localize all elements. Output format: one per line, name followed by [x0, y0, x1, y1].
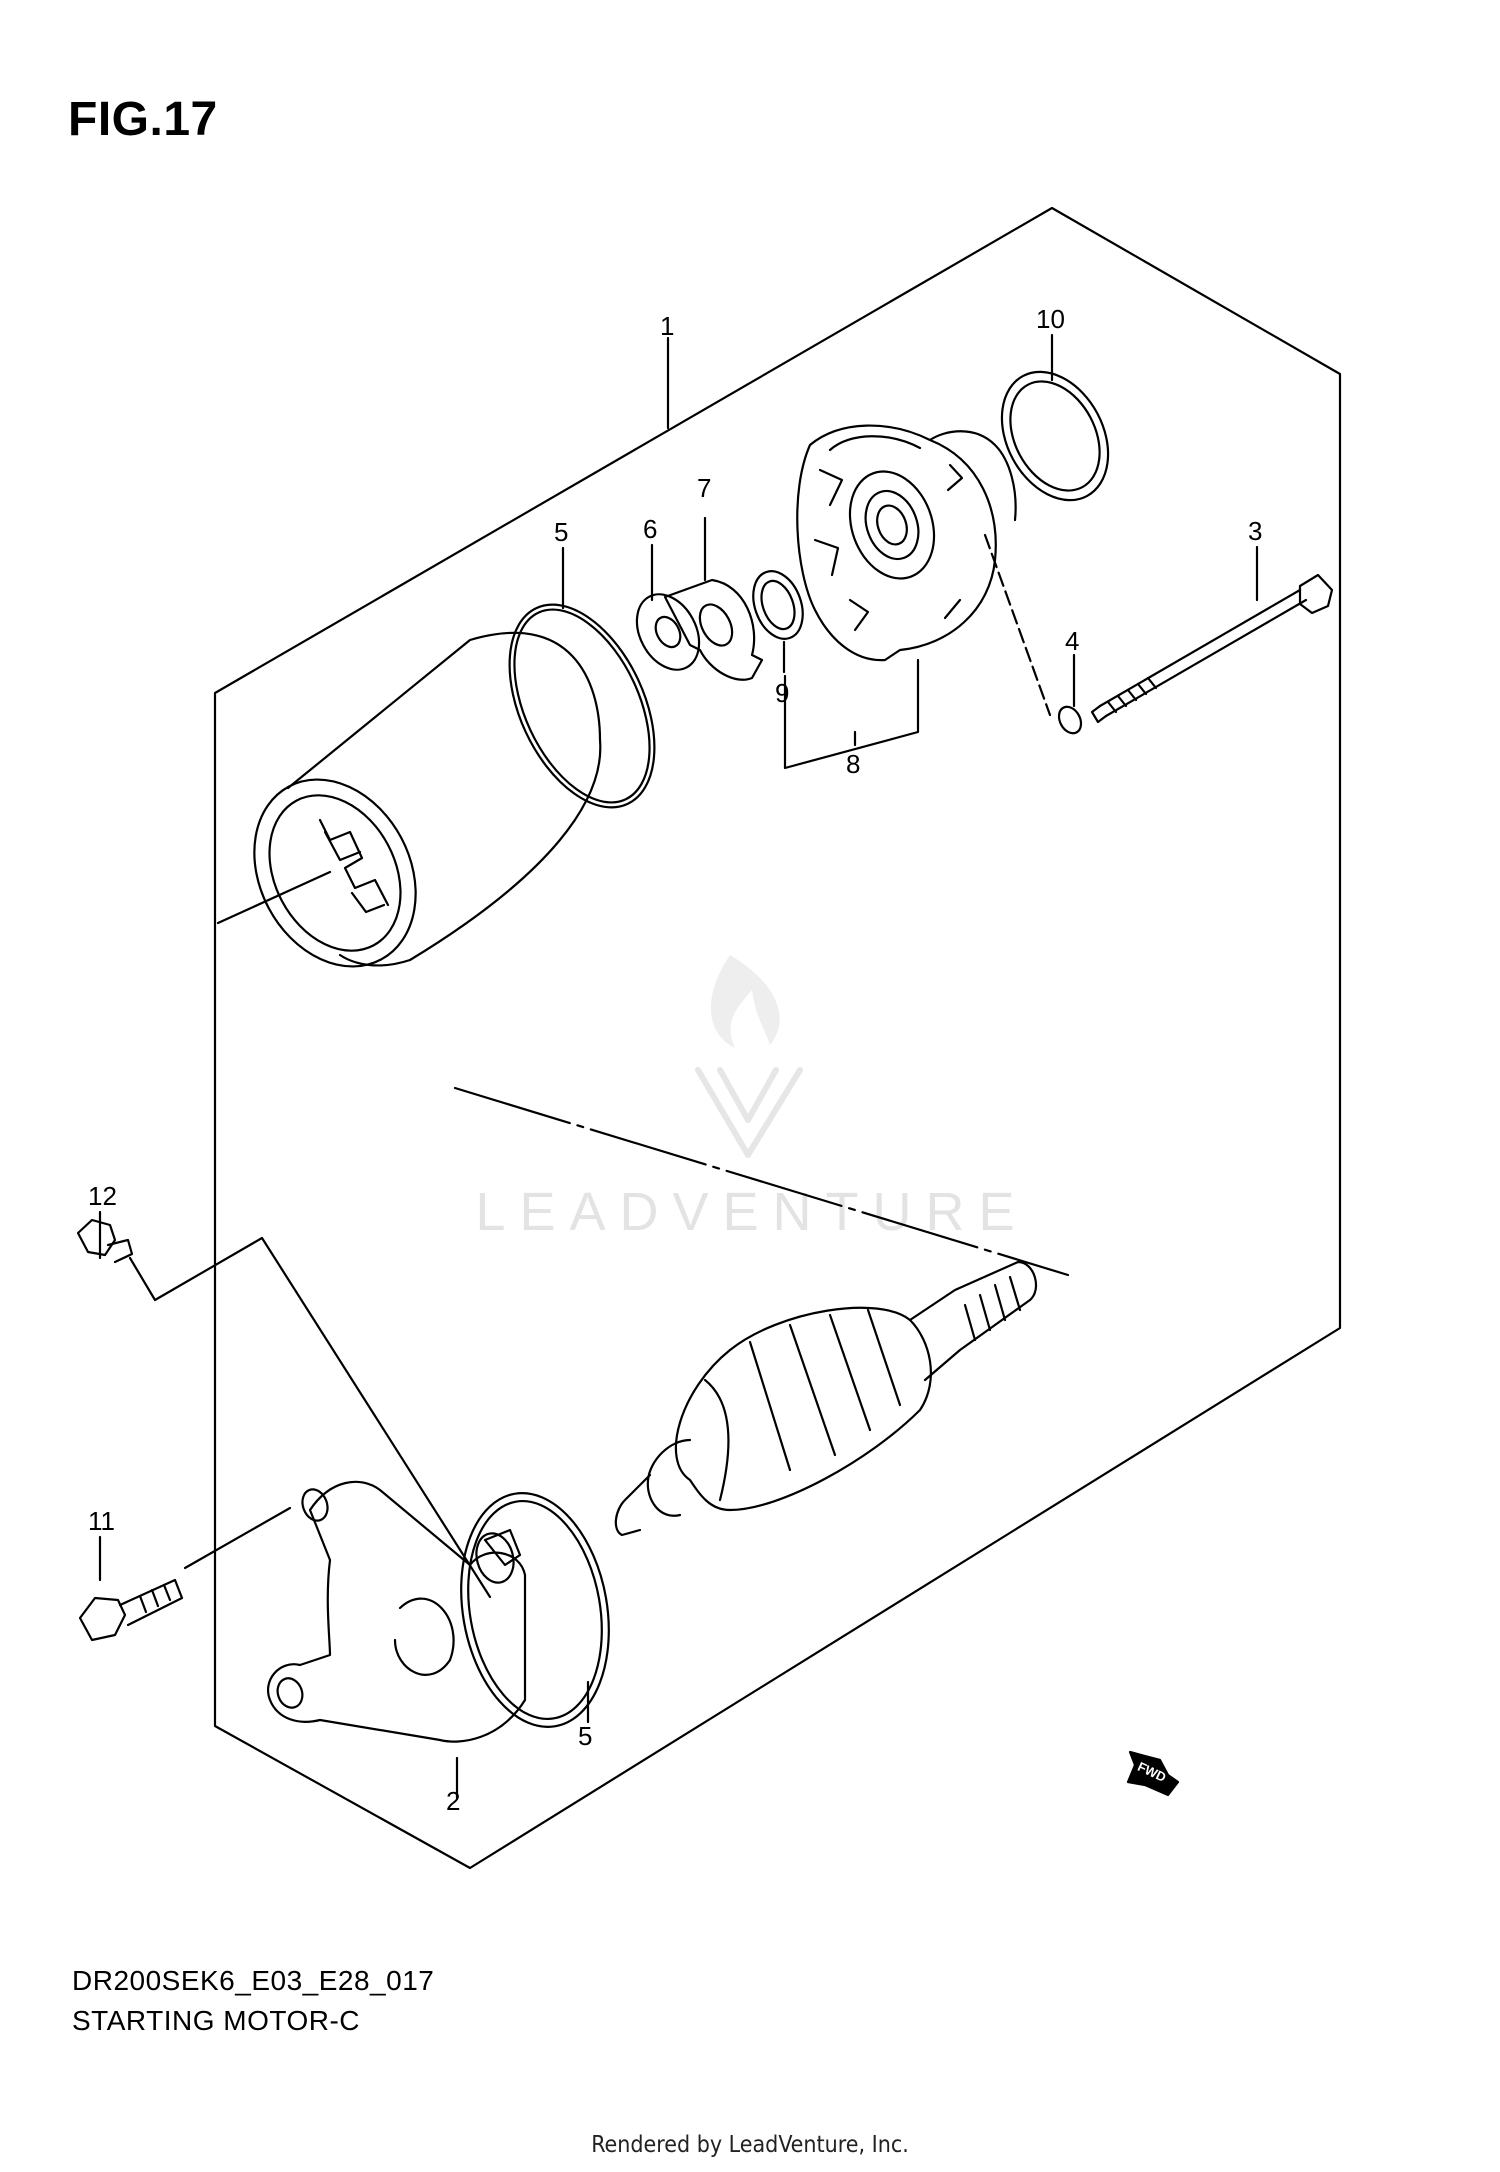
callout-2: 2	[446, 1786, 460, 1816]
rear-housing-2	[267, 1480, 610, 1743]
callout-3: 3	[1248, 516, 1262, 546]
watermark-text: LEADVENTURE	[475, 1182, 1028, 1242]
callout-7: 7	[697, 473, 711, 503]
callout-10: 10	[1036, 304, 1065, 334]
washer-4	[1057, 705, 1083, 735]
callout-6: 6	[643, 514, 657, 544]
callout-11: 11	[88, 1506, 115, 1536]
callout-5-top: 5	[554, 517, 568, 547]
leader-lines	[98, 333, 1259, 1800]
yoke-housing	[253, 631, 602, 968]
callout-12: 12	[88, 1181, 117, 1211]
fwd-arrow-icon: FWD	[1126, 1750, 1180, 1797]
callout-1: 1	[660, 311, 674, 341]
through-bolt-3	[1090, 573, 1334, 724]
washer-6	[635, 593, 701, 671]
nut-12	[76, 1218, 134, 1264]
callout-8: 8	[846, 749, 860, 779]
o-ring-top	[508, 603, 656, 809]
brush-plate-7	[663, 578, 764, 681]
o-ring-10	[1000, 370, 1110, 502]
end-cover-8	[796, 424, 1017, 662]
callout-labels: 1 2 3 4 5 5 6 7 8 9 10 11 12	[88, 304, 1262, 1816]
seal-9	[752, 570, 804, 640]
leadventure-watermark-logo	[695, 955, 803, 1158]
callout-9: 9	[775, 678, 789, 708]
callout-4: 4	[1065, 626, 1079, 656]
armature	[614, 1260, 1038, 1537]
figure-title: FIG.17	[68, 93, 218, 146]
model-code: DR200SEK6_E03_E28_017	[72, 1965, 435, 1996]
assembly-boundary	[213, 206, 1342, 1870]
rendered-by-credit: Rendered by LeadVenture, Inc.	[591, 2132, 909, 2158]
section-name: STARTING MOTOR-C	[72, 2005, 360, 2036]
callout-5-bottom: 5	[578, 1721, 592, 1751]
screw-11	[78, 1578, 184, 1642]
